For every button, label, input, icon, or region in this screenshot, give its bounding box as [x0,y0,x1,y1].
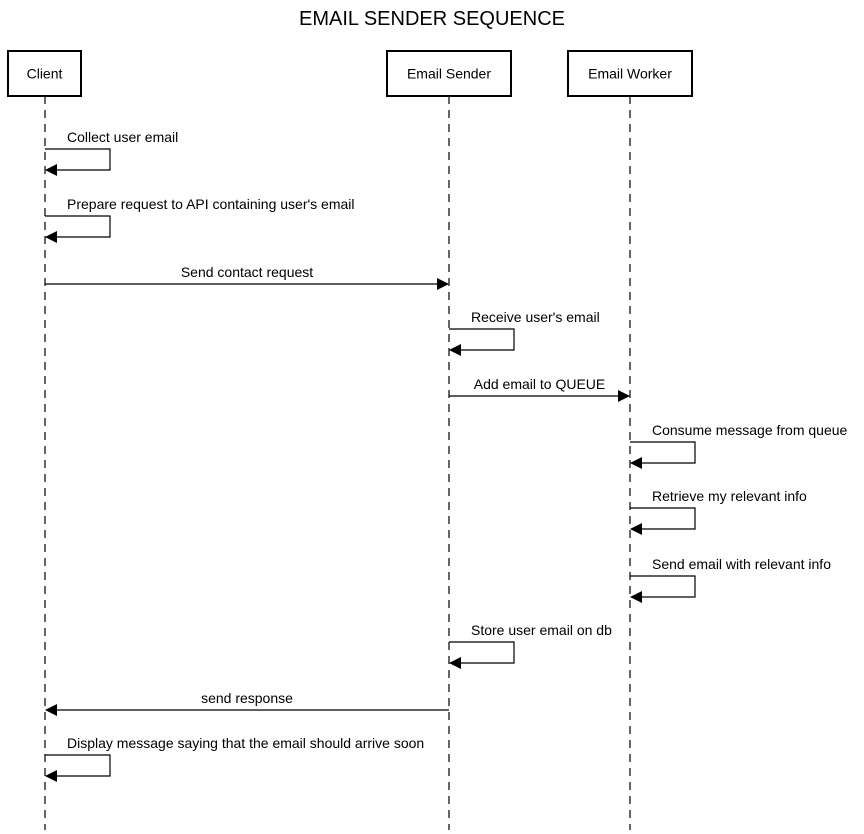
message-label: Consume message from queue [652,422,848,438]
message-label: Display message saying that the email sh… [67,735,424,751]
self-message-arrow [449,641,515,669]
self-message-arrow [45,754,111,782]
participant-box-client [7,50,82,97]
self-message-arrow [630,507,696,535]
message-label: Send contact request [181,264,313,280]
message-6: Consume message from queue [630,422,848,469]
participant-label-sender: Email Sender [407,66,491,82]
participants: Client Email Sender Email Worker [7,50,693,97]
message-label: Retrieve my relevant info [652,488,807,504]
self-message-arrow [45,215,111,243]
message-11: Display message saying that the email sh… [45,735,424,782]
message-label: Add email to QUEUE [474,376,606,392]
participant-client: Client [7,50,82,97]
participant-box-worker [567,50,693,97]
participant-worker: Email Worker [567,50,693,97]
message-label: Send email with relevant info [652,556,831,572]
participant-box-sender [386,50,512,97]
participant-label-client: Client [27,66,63,82]
message-5: Add email to QUEUE [449,376,630,402]
message-7: Retrieve my relevant info [630,488,807,535]
self-message-arrow [449,328,515,356]
self-message-arrow [45,148,111,176]
diagram-title: EMAIL SENDER SEQUENCE [299,8,565,30]
message-8: Send email with relevant info [630,556,831,603]
message-label: Prepare request to API containing user's… [67,196,355,212]
message-label: Collect user email [67,129,178,145]
message-9: Store user email on db [449,622,612,669]
message-3: Send contact request [45,264,449,290]
message-1: Collect user email [45,129,178,176]
message-4: Receive user's email [449,309,600,356]
message-10: send response [45,690,449,716]
message-label: send response [201,690,293,706]
self-message-arrow [630,575,696,603]
participant-sender: Email Sender [386,50,512,97]
self-message-arrow [630,441,696,469]
message-2: Prepare request to API containing user's… [45,196,355,243]
participant-label-worker: Email Worker [588,66,672,82]
message-label: Store user email on db [471,622,612,638]
message-label: Receive user's email [471,309,600,325]
